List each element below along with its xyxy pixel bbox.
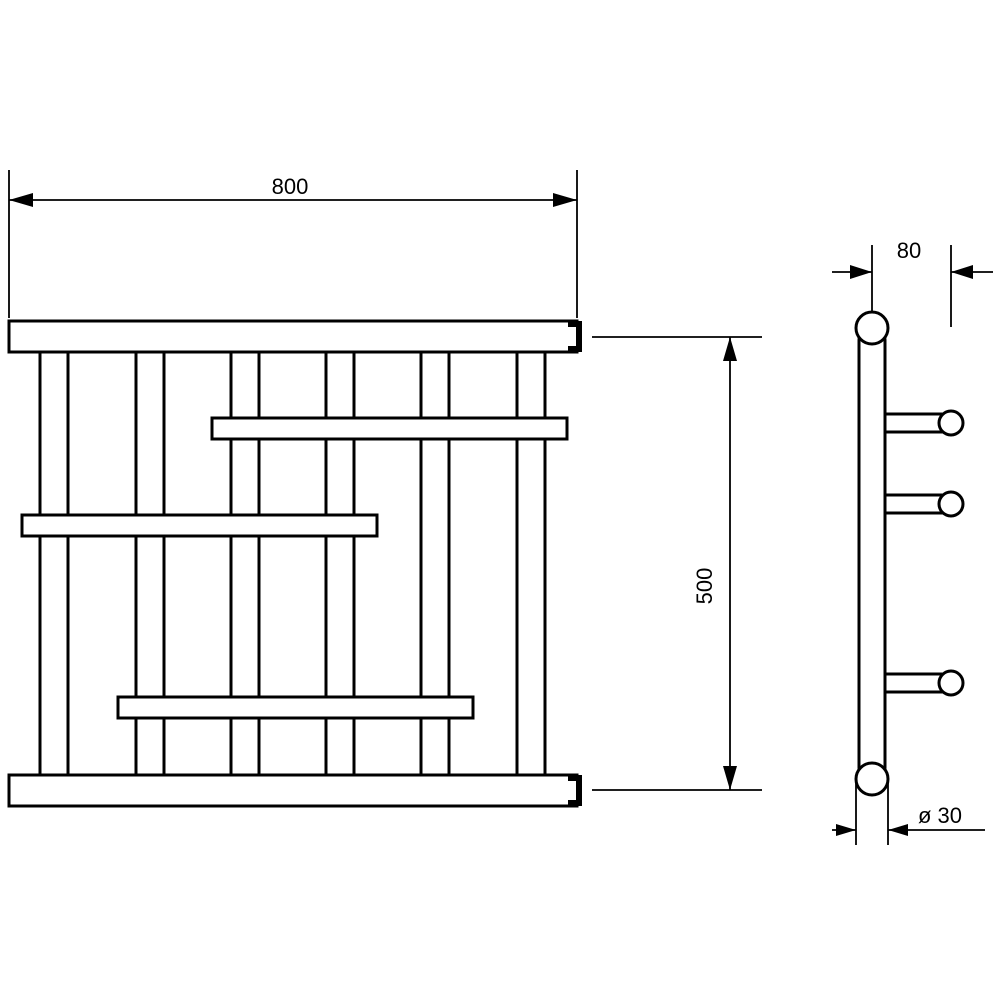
top-connection-cap-inner — [568, 327, 576, 346]
side-shelf-arm-upper — [882, 412, 946, 434]
shelf-bar-middle — [20, 513, 379, 538]
diameter-arrow-right — [888, 824, 908, 836]
side-vertical-pipe — [857, 326, 887, 782]
side-top-collector-section — [854, 310, 890, 346]
side-view — [854, 310, 965, 797]
front-view — [7, 319, 582, 808]
side-shelf-end-lower — [937, 669, 965, 697]
height-dimension: 500 — [592, 336, 762, 791]
width-label: 800 — [272, 174, 309, 199]
shelf-bar-upper — [210, 416, 569, 441]
diameter-label: ø 30 — [918, 803, 962, 828]
vertical-tube-6 — [515, 350, 547, 778]
depth-label: 80 — [897, 238, 921, 263]
side-shelf-end-upper — [937, 409, 965, 437]
depth-dimension: 80 — [832, 238, 993, 327]
height-arrow-bottom — [723, 766, 737, 790]
bottom-connection-cap-inner — [568, 781, 576, 800]
side-shelf-arm-middle — [882, 493, 946, 515]
diameter-arrow-left — [836, 824, 856, 836]
height-label: 500 — [692, 568, 717, 605]
width-arrow-right — [553, 193, 577, 207]
height-arrow-top — [723, 337, 737, 361]
vertical-tube-1 — [38, 350, 70, 778]
diameter-dimension: ø 30 — [832, 782, 985, 845]
width-arrow-left — [9, 193, 33, 207]
side-bottom-collector-section — [854, 761, 890, 797]
side-shelf-arm-lower — [882, 672, 946, 694]
bottom-collector — [7, 773, 579, 808]
side-shelf-end-middle — [937, 490, 965, 518]
depth-arrow-right — [951, 265, 973, 279]
width-dimension: 800 — [8, 170, 578, 318]
shelf-bar-lower — [116, 695, 475, 720]
depth-arrow-left — [850, 265, 872, 279]
top-collector — [7, 319, 579, 354]
